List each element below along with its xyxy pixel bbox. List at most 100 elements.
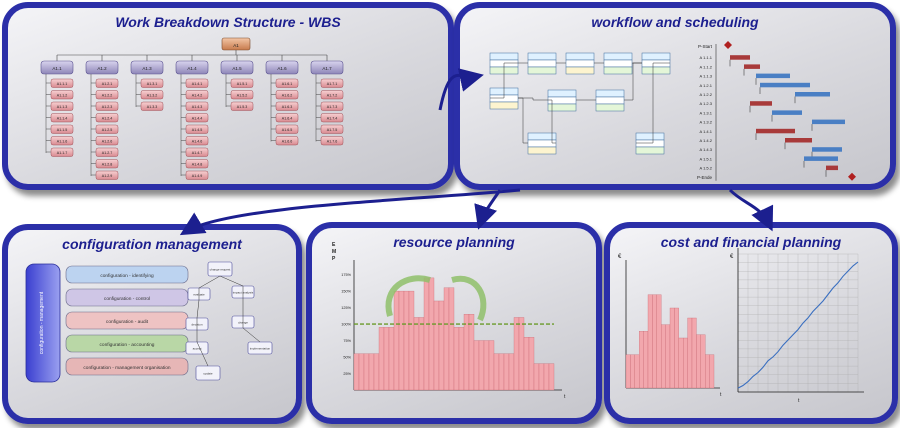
gantt-bar (785, 138, 812, 143)
cost-bar (687, 317, 693, 389)
config-vertical-label: configuration - management (39, 291, 45, 354)
wbs-child-node (50, 124, 74, 134)
config-flow-line (219, 275, 261, 343)
resource-bar (373, 353, 380, 391)
resource-bar (383, 327, 390, 391)
gantt-row-label: A 1.3.1 (700, 110, 713, 115)
resource-bar (498, 353, 505, 391)
resource-bar (403, 290, 410, 391)
wbs-child-label: A1.6.2 (282, 94, 292, 98)
resource-bar (413, 317, 420, 391)
wbs-level1-label: A1.4 (187, 66, 197, 71)
wbs-child-node (320, 136, 344, 146)
resource-bar (488, 340, 495, 391)
wbs-child-node (230, 90, 254, 100)
network-link (490, 62, 518, 99)
network-node (565, 52, 595, 75)
cost-bar (643, 331, 649, 389)
wbs-root-label: A1 (233, 43, 239, 48)
gantt-row-label: A 1.3.2 (700, 120, 713, 125)
cost-bar (709, 354, 715, 389)
resource-ylabel: M (332, 249, 336, 255)
network-node-bottom (565, 66, 595, 75)
wbs-child-label: A1.4.5 (192, 128, 202, 132)
resource-ylabel: E (332, 242, 336, 248)
wbs-level1-label: A1.2 (97, 66, 107, 71)
wbs-child-label: A1.7.1 (327, 82, 337, 86)
config-bar (65, 265, 189, 284)
resource-bar (473, 340, 480, 391)
config-flow-line (196, 275, 221, 367)
gantt-bar (756, 128, 795, 134)
cost-bar (705, 354, 710, 389)
resource-bar (538, 363, 545, 391)
wbs-level1-node (265, 60, 299, 75)
wbs-child-node (50, 78, 74, 88)
config-bar-label: configuration - accounting (100, 342, 155, 348)
gantt-row-label: A 1.4.2 (700, 138, 713, 143)
wbs-child-label: A1.1.4 (57, 117, 67, 121)
wbs-child-node (95, 170, 119, 180)
config-bar (65, 357, 189, 376)
cost-bar (656, 294, 662, 389)
resource-bar (523, 337, 530, 391)
resource-ytick: 25% (343, 372, 351, 376)
wbs-child-node (320, 101, 344, 111)
config-flow-label: accept (193, 347, 202, 351)
resource-bar (443, 287, 450, 391)
gantt-bar (760, 82, 810, 88)
cost-cumulative-line (737, 261, 859, 389)
cost-bar (696, 334, 701, 389)
wbs-child-label: A1.1.5 (57, 128, 67, 132)
config-bar-label: configuration - management organisation (83, 365, 171, 371)
wbs-child-node (95, 124, 119, 134)
wbs-child-node (230, 101, 254, 111)
resource-level-arrow-right (451, 275, 487, 322)
wbs-child-label: A1.2.4 (102, 117, 112, 121)
gantt-start-milestone (724, 41, 732, 49)
resource-bar (353, 353, 360, 391)
cost-bar (634, 354, 640, 389)
cost-bar (647, 294, 653, 389)
gantt-row-label: A 1.2.2 (700, 92, 713, 97)
cost-bar (661, 324, 666, 389)
config-panel: configuration management configuration -… (2, 224, 302, 424)
wbs-child-label: A1.5.1 (237, 82, 247, 86)
wbs-child-label: A1.4.4 (192, 117, 202, 121)
wbs-child-label: A1.6.1 (282, 82, 292, 86)
wbs-level1-node (220, 60, 254, 75)
cost-bar (652, 294, 657, 389)
wbs-child-label: A1.2.8 (102, 163, 112, 167)
gantt-bar (812, 119, 845, 125)
gantt-bar (804, 156, 838, 161)
resource-bar (468, 314, 475, 391)
cost-title: cost and financial planning (660, 234, 842, 250)
network-node (527, 132, 557, 155)
gantt-row-label: A 1.5.1 (700, 156, 713, 161)
resource-bar (463, 314, 470, 391)
network-node (641, 52, 671, 75)
gantt-bar (750, 101, 772, 106)
network-node-bottom (547, 103, 577, 112)
cost-bar (691, 317, 697, 389)
cost-bar (630, 354, 635, 389)
wbs-child-node (95, 101, 119, 111)
network-link (518, 97, 528, 144)
wbs-child-node (185, 159, 209, 169)
wbs-tree-diagram: A1A1.1A1.1.1A1.1.2A1.1.3A1.1.4A1.1.5A1.1… (40, 37, 344, 180)
cost-charts: €t€t (618, 248, 864, 404)
resource-bar (363, 353, 370, 391)
config-bar-label: configuration - control (104, 296, 150, 302)
wbs-child-label: A1.3.1 (147, 82, 157, 86)
config-bar-label: configuration - identifying (100, 273, 154, 279)
resource-bar (408, 290, 415, 391)
wbs-level1-label: A1.5 (232, 66, 242, 71)
wbs-child-node (185, 124, 209, 134)
workflow-title: workflow and scheduling (591, 14, 759, 30)
network-node-bottom (489, 101, 519, 110)
gantt-row-label: A 1.1.2 (700, 64, 713, 69)
network-node-bottom (527, 66, 557, 75)
